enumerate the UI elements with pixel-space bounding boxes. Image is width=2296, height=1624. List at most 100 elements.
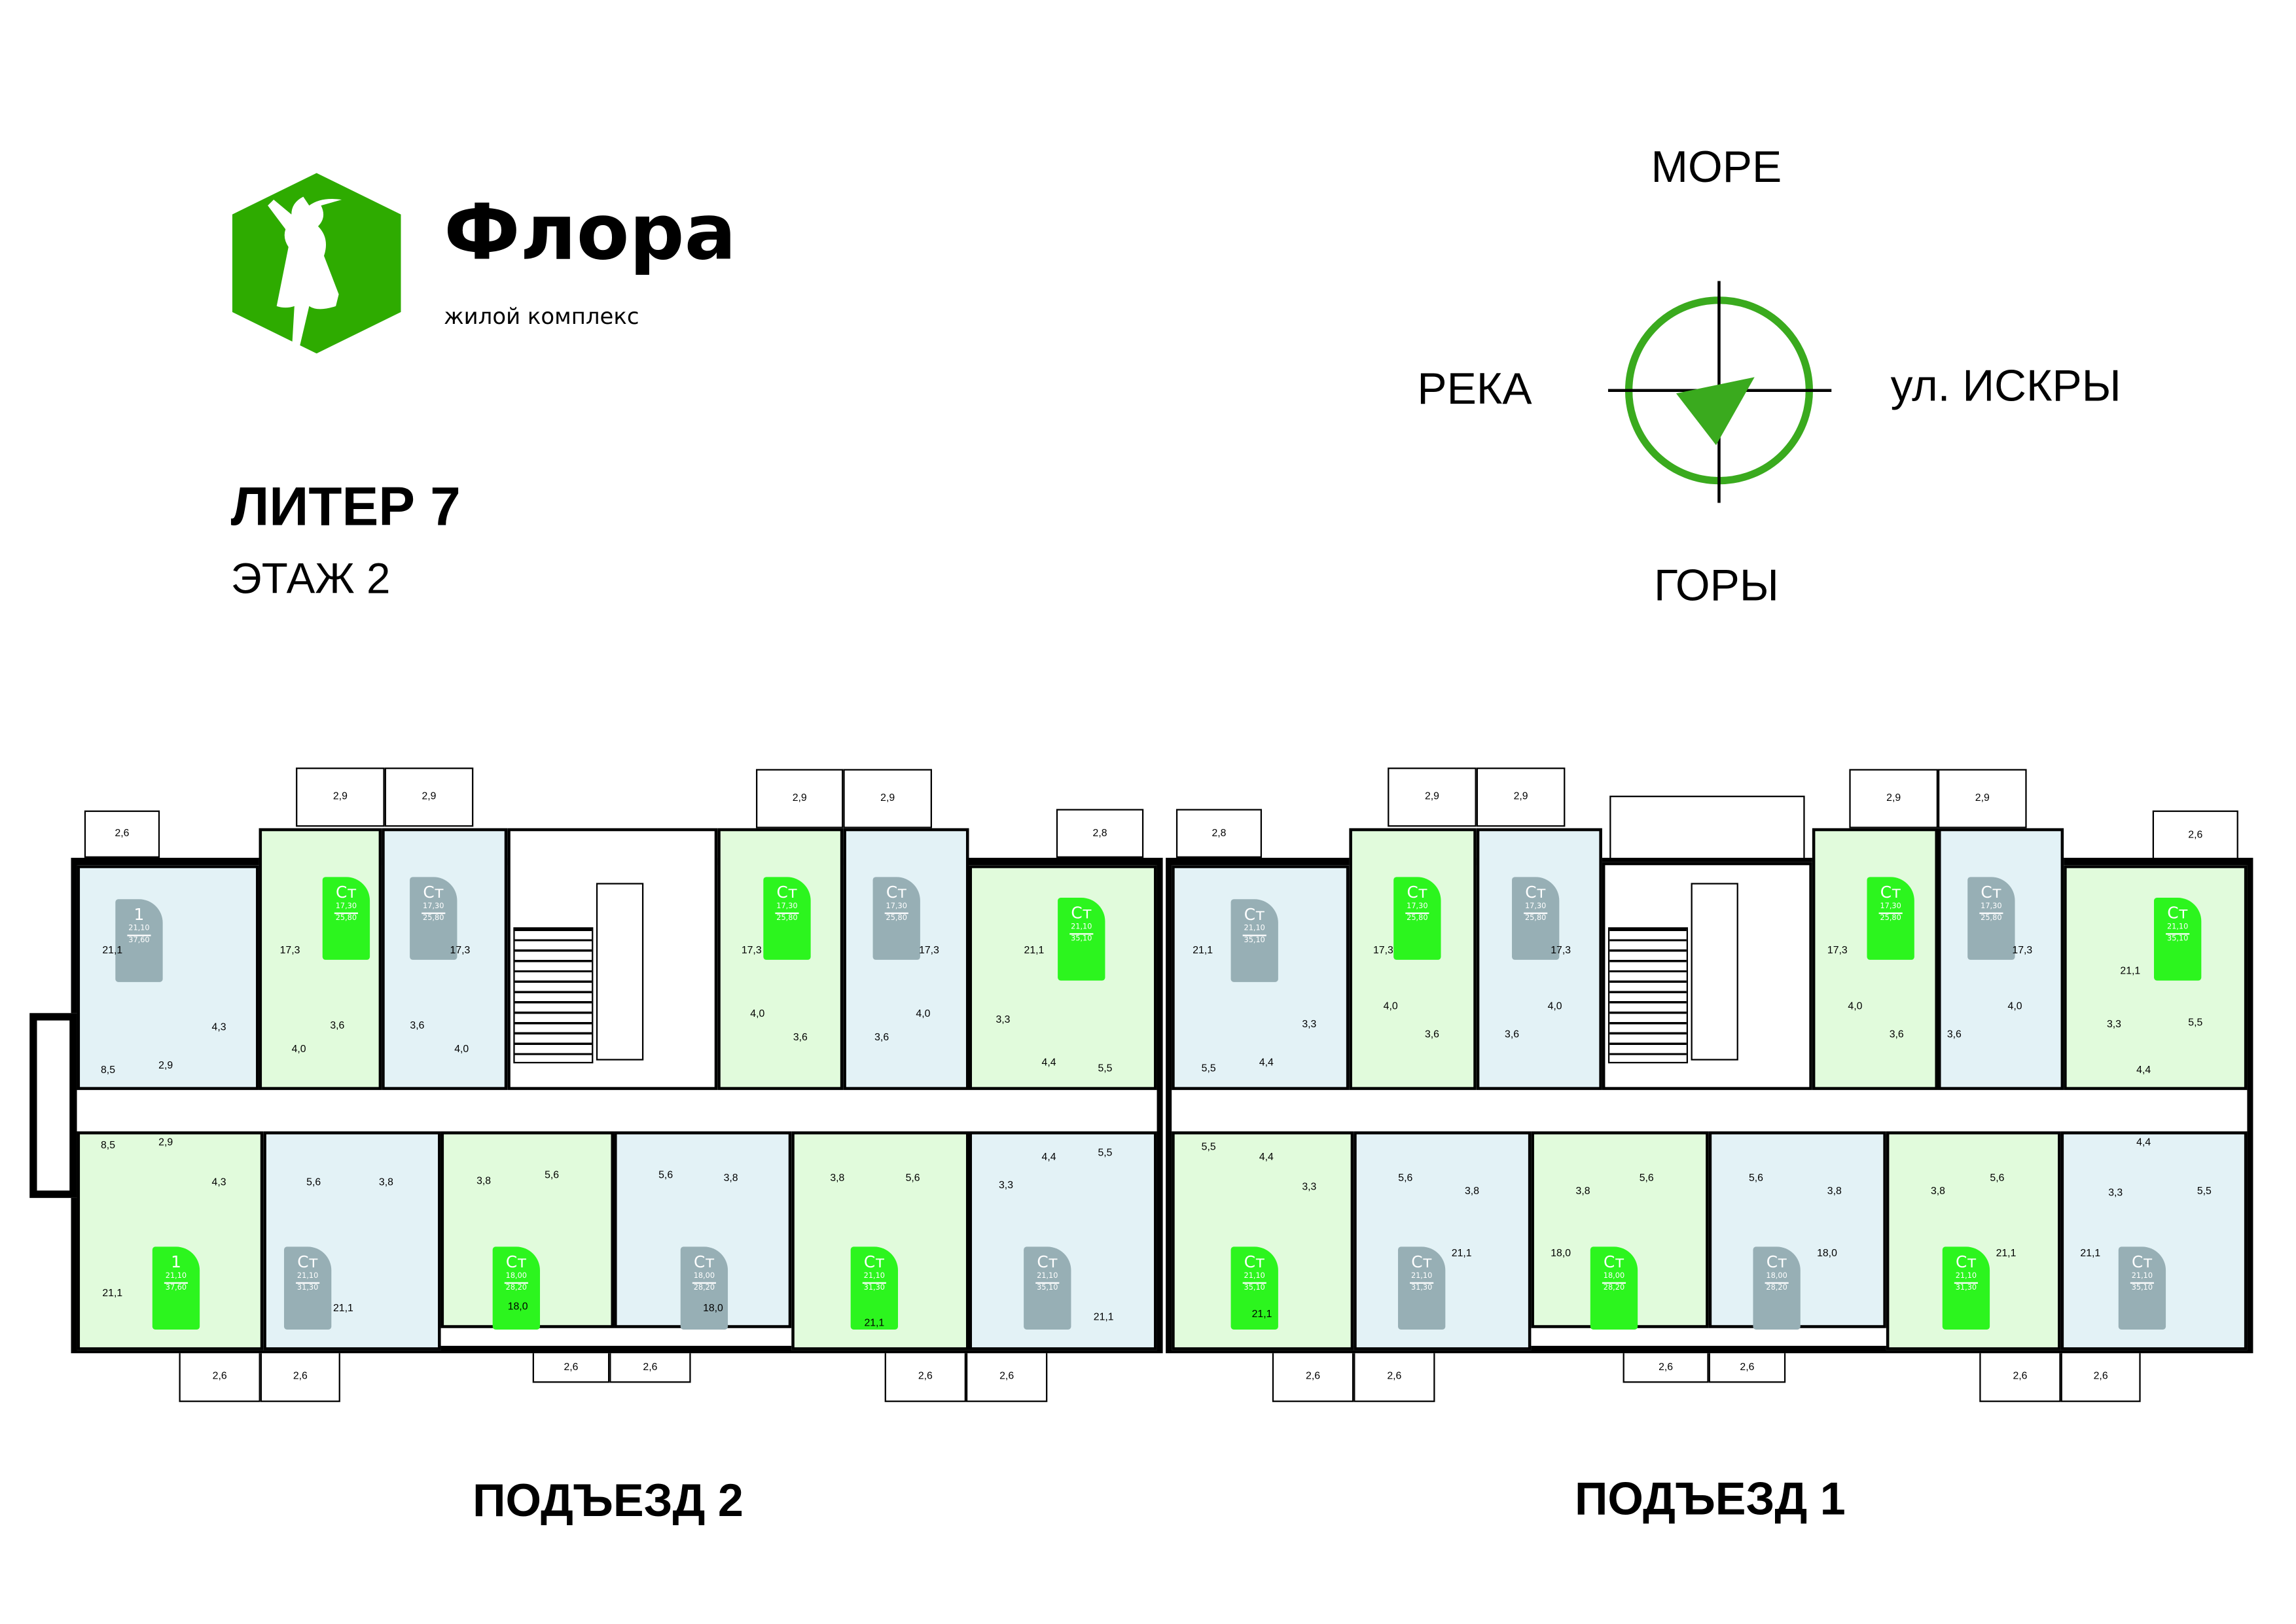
balcony-area: 2,9 — [1513, 792, 1528, 803]
badge-divider — [775, 912, 799, 914]
badge-living: 21,10 — [2166, 923, 2189, 932]
room-area-label: 5,6 — [1748, 1173, 1763, 1184]
badge-type: Ст — [1956, 1252, 1977, 1272]
badge-total: 25,80 — [886, 913, 907, 923]
room-area-label: 4,4 — [1041, 1152, 1056, 1163]
balcony — [84, 810, 160, 858]
balcony — [1354, 1350, 1435, 1402]
badge-living: 21,10 — [1037, 1271, 1058, 1281]
badge-type: 1 — [171, 1252, 181, 1272]
badge-type: Ст — [1411, 1252, 1433, 1272]
badge-total: 35,10 — [1244, 936, 1265, 945]
balcony-area: 2,9 — [1886, 793, 1901, 804]
badge-living: 21,10 — [2131, 1271, 2153, 1281]
room-area-label: 21,1 — [1451, 1248, 1472, 1260]
badge-divider — [1242, 934, 1266, 936]
badge-living: 17,30 — [886, 902, 907, 911]
room-area-label: 21,1 — [1093, 1313, 1114, 1323]
badge-total: 37,60 — [165, 1283, 187, 1293]
room-area-label: 17,3 — [1827, 945, 1848, 957]
badge-living: 21,10 — [165, 1271, 187, 1281]
badge-type: Ст — [2167, 904, 2189, 923]
room-area-label: 5,6 — [1398, 1173, 1413, 1184]
compass-icon — [1607, 281, 1832, 503]
elevator-shaft — [1691, 883, 1738, 1061]
balcony — [1476, 768, 1566, 827]
direction-south: ГОРЫ — [1654, 561, 1779, 611]
balcony — [965, 1350, 1048, 1402]
badge-total: 25,80 — [1524, 913, 1547, 923]
room-area-label: 18,0 — [703, 1303, 723, 1315]
badge-type: Ст — [886, 883, 907, 902]
room-area-label: 17,3 — [741, 945, 762, 957]
badge-divider — [1035, 1282, 1060, 1284]
balcony-area: 2,9 — [792, 793, 807, 804]
badge-total: 28,20 — [505, 1283, 528, 1293]
room-area-label: 3,6 — [1946, 1030, 1962, 1041]
badge-divider — [164, 1282, 188, 1284]
apartment-unit[interactable] — [77, 865, 259, 1090]
badge-divider — [692, 1282, 716, 1284]
apartment-unit[interactable] — [1172, 1131, 1354, 1350]
badge-type: Ст — [1244, 905, 1265, 925]
room-area-label: 4,4 — [1259, 1152, 1274, 1163]
badge-living: 21,10 — [1410, 1271, 1433, 1281]
room-area-label: 3,8 — [476, 1176, 492, 1187]
room-area-label: 5,6 — [905, 1173, 920, 1184]
stairs — [513, 927, 594, 1064]
balcony-area: 2,9 — [1424, 792, 1439, 803]
room-area-label: 4,0 — [750, 1009, 765, 1020]
brand-logo — [232, 173, 401, 354]
room-area-label: 5,6 — [1639, 1173, 1654, 1184]
entrance-1-label: ПОДЪЕЗД 1 — [1575, 1473, 1846, 1525]
badge-total: 37,60 — [128, 936, 150, 945]
room-area-label: 5,5 — [2188, 1018, 2203, 1029]
badge-divider — [1979, 912, 2003, 914]
room-area-label: 17,3 — [450, 945, 471, 957]
badge-divider — [127, 934, 151, 936]
room-area-label: 4,3 — [211, 1178, 226, 1189]
balcony-area: 2,6 — [2188, 830, 2203, 840]
badge-living: 17,30 — [423, 902, 444, 911]
badge-divider — [1410, 1282, 1434, 1284]
room-area-label: 3,6 — [1505, 1030, 1520, 1041]
badge-type: Ст — [1407, 883, 1428, 902]
badge-living: 17,30 — [776, 902, 798, 911]
badge-type: Ст — [1880, 883, 1901, 902]
balcony-area: 2,6 — [1306, 1371, 1321, 1382]
room-area-label: 4,0 — [916, 1009, 931, 1020]
room-area-label: 21,1 — [1251, 1309, 1272, 1320]
balcony-area: 2,6 — [999, 1371, 1014, 1382]
balcony-area: 2,6 — [1387, 1371, 1402, 1382]
floor-title: ЭТАЖ 2 — [230, 556, 391, 604]
badge-total: 31,30 — [296, 1283, 319, 1293]
badge-living: 17,30 — [1981, 902, 2002, 911]
corridor — [77, 1089, 1157, 1132]
badge-total: 35,10 — [2131, 1283, 2153, 1293]
